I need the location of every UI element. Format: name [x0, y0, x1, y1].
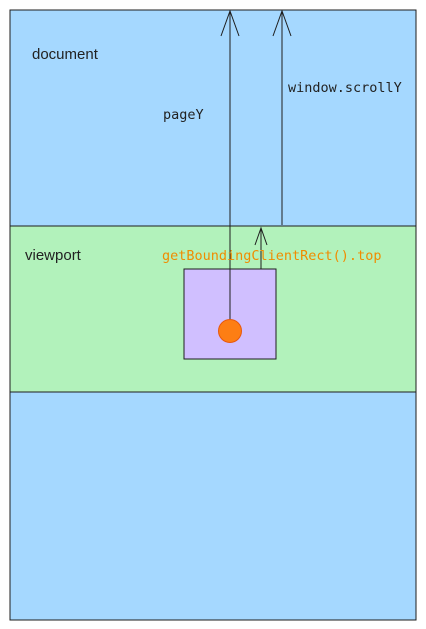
pagey-arrow: [220, 9, 240, 330]
rect-top-arrow: [254, 226, 268, 269]
scrolly-label: window.scrollY: [288, 80, 402, 96]
event-point-marker: [218, 319, 242, 343]
rect-top-label: getBoundingClientRect().top: [162, 248, 381, 264]
viewport-label: viewport: [25, 247, 82, 264]
document-label: document: [32, 46, 99, 63]
scrolly-arrow: [272, 9, 292, 225]
pagey-label: pageY: [163, 107, 204, 123]
